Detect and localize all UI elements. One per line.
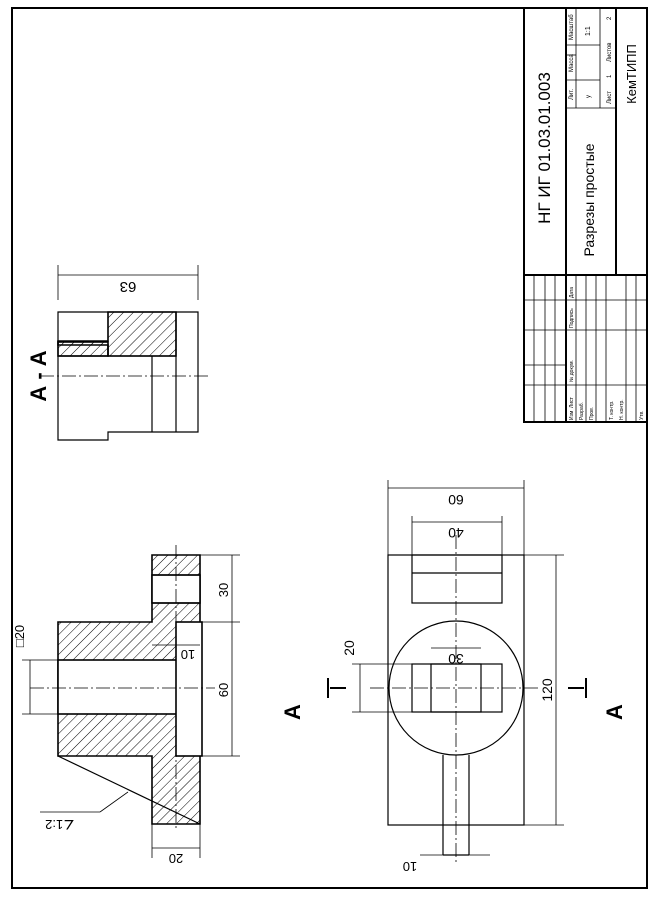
- dim-40: 40: [448, 525, 464, 541]
- row-razrab: Разраб.: [579, 402, 585, 420]
- sheets-label: Листов: [607, 43, 613, 63]
- sheet-frame: [11, 7, 648, 889]
- title-block: НГ ИГ 01.03.01.003 Разрезы простые КемТИ…: [523, 7, 648, 423]
- drawing-name-text: Разрезы простые: [581, 143, 597, 256]
- slope-note: ∠1:2: [45, 817, 75, 832]
- row-prov: Пров.: [589, 407, 595, 420]
- section-a-a: А - А 63: [26, 265, 210, 441]
- scale-label: Масштаб: [569, 14, 575, 40]
- lit-label: Лит.: [569, 89, 575, 100]
- dim-60-top: 60: [448, 492, 464, 508]
- dim-120: 120: [539, 678, 555, 702]
- sheet-label: Лист: [607, 91, 613, 104]
- dim-10-front: 10: [181, 647, 195, 662]
- row-sign: Подпись: [569, 308, 575, 328]
- row-utv: Утв.: [639, 410, 645, 420]
- row-list: Лист: [569, 396, 575, 408]
- front-view: □20 10 60 30 20 ∠1:2: [12, 545, 240, 866]
- dim-20-front: 20: [169, 851, 183, 866]
- dim-sq20: □20: [12, 625, 27, 647]
- row-izm: Изм: [569, 410, 575, 420]
- organization-text: КемТИПП: [624, 44, 639, 104]
- sheet-value: 1: [607, 74, 613, 78]
- dim-60-front: 60: [216, 683, 231, 697]
- dim-30-front: 30: [216, 583, 231, 597]
- dim-63: 63: [120, 278, 137, 295]
- scale-value: 1:1: [585, 26, 592, 36]
- dim-30-plan: 30: [448, 651, 464, 667]
- dim-10-plan: 10: [403, 859, 417, 874]
- cut-letter-right: А: [602, 704, 627, 720]
- row-tkontr: Т. контр.: [609, 400, 615, 420]
- lit-value: у: [586, 95, 592, 98]
- designation-text: НГ ИГ 01.03.01.003: [535, 72, 554, 224]
- cut-letter-left: А: [280, 704, 305, 720]
- sheets-value: 2: [607, 16, 613, 20]
- row-nkontr: Н. контр.: [619, 399, 625, 420]
- top-view: 60 40 30 20 120 10 А А: [280, 480, 627, 874]
- row-date: Дата: [569, 287, 575, 298]
- mass-label: Масса: [569, 54, 575, 72]
- dim-20-plan: 20: [341, 640, 357, 656]
- row-doc: № докум.: [569, 360, 575, 382]
